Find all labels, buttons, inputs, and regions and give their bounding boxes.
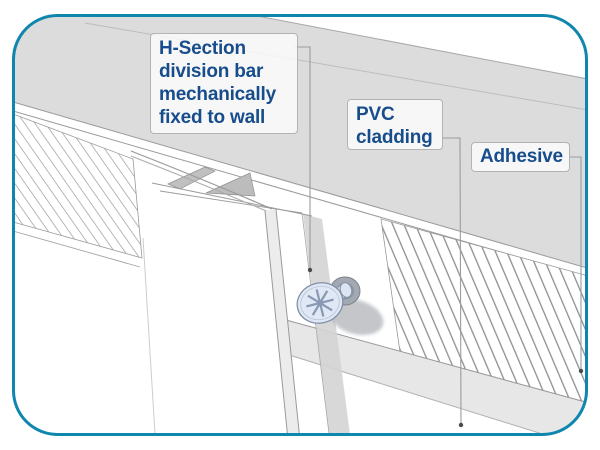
pvc-panel (130, 150, 302, 435)
left-adhesive-hatch (13, 113, 143, 268)
screw-icon (296, 276, 384, 336)
label-adhesive: Adhesive (471, 142, 570, 172)
frame-border (12, 14, 588, 436)
leader-line-adhesive (570, 156, 582, 371)
label-pvc-cladding: PVC cladding (347, 99, 443, 150)
h-section-bar (151, 166, 352, 435)
leader-line-pvc (443, 137, 462, 426)
leader-dots (307, 267, 584, 428)
right-adhesive-hatch (380, 218, 587, 405)
label-h-section-division-bar: H-Section division bar mechanically fixe… (150, 33, 298, 134)
leader-lines (295, 46, 582, 426)
leader-line-h-section (295, 46, 311, 270)
